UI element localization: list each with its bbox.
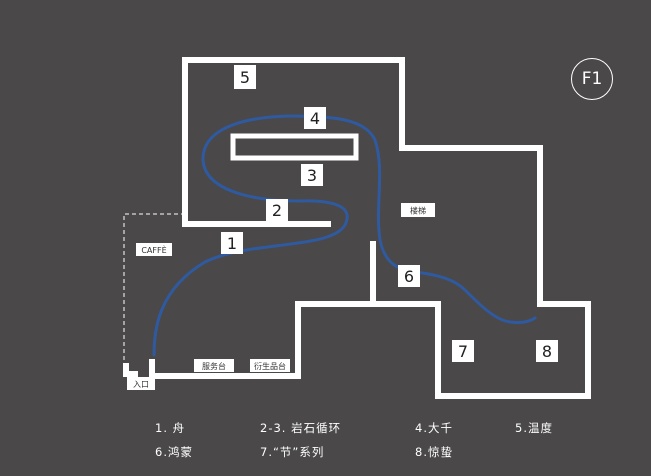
zone-2-number: 2 [272,201,282,220]
legend-item-7: 7.“节”系列 [260,445,325,459]
zone-3-number: 3 [307,166,317,185]
outer-wall [182,57,591,399]
legend-item-5: 5.温度 [515,421,553,435]
zone-3-marker: 3 [301,164,323,186]
service-desk-text: 服务台 [202,361,226,371]
floor-badge: F1 [571,58,613,100]
zone-7-marker: 7 [452,340,474,362]
zone-6-number: 6 [404,267,414,286]
cafe-label: CAFFÈ [136,243,172,256]
service-desk-label: 服务台 [194,359,234,372]
visitor-route [152,114,537,357]
inner-partition [230,133,359,161]
zone-5-number: 5 [240,68,250,87]
entrance-label: 入口 [127,377,155,390]
zone-2-marker: 2 [266,199,288,221]
legend-item-4: 4.大千 [415,421,453,435]
zone-1-marker: 1 [221,232,243,254]
zone-6-marker: 6 [398,265,420,287]
entrance-text: 入口 [133,380,149,389]
stairs-text: 楼梯 [410,206,426,216]
entrance-wall [123,363,138,377]
zone-8-number: 8 [542,342,552,361]
zone-4-number: 4 [310,109,320,128]
zone-7-number: 7 [458,342,468,361]
legend-item-1: 1. 舟 [155,421,186,435]
lower-wall [149,301,376,379]
legend-item-6: 6.鸿蒙 [155,445,193,459]
stairs-label: 楼梯 [401,203,435,217]
shop-label: 衍生品台 [250,359,290,372]
zone-4-marker: 4 [304,107,326,129]
shop-text: 衍生品台 [254,361,286,371]
zone-8-marker: 8 [536,340,558,362]
zone-5-marker: 5 [234,65,256,89]
legend-item-2-3: 2-3. 岩石循环 [260,421,342,435]
zone-1-number: 1 [227,234,237,253]
legend-item-8: 8.惊蛰 [415,445,453,459]
cafe-text: CAFFÈ [141,244,166,255]
